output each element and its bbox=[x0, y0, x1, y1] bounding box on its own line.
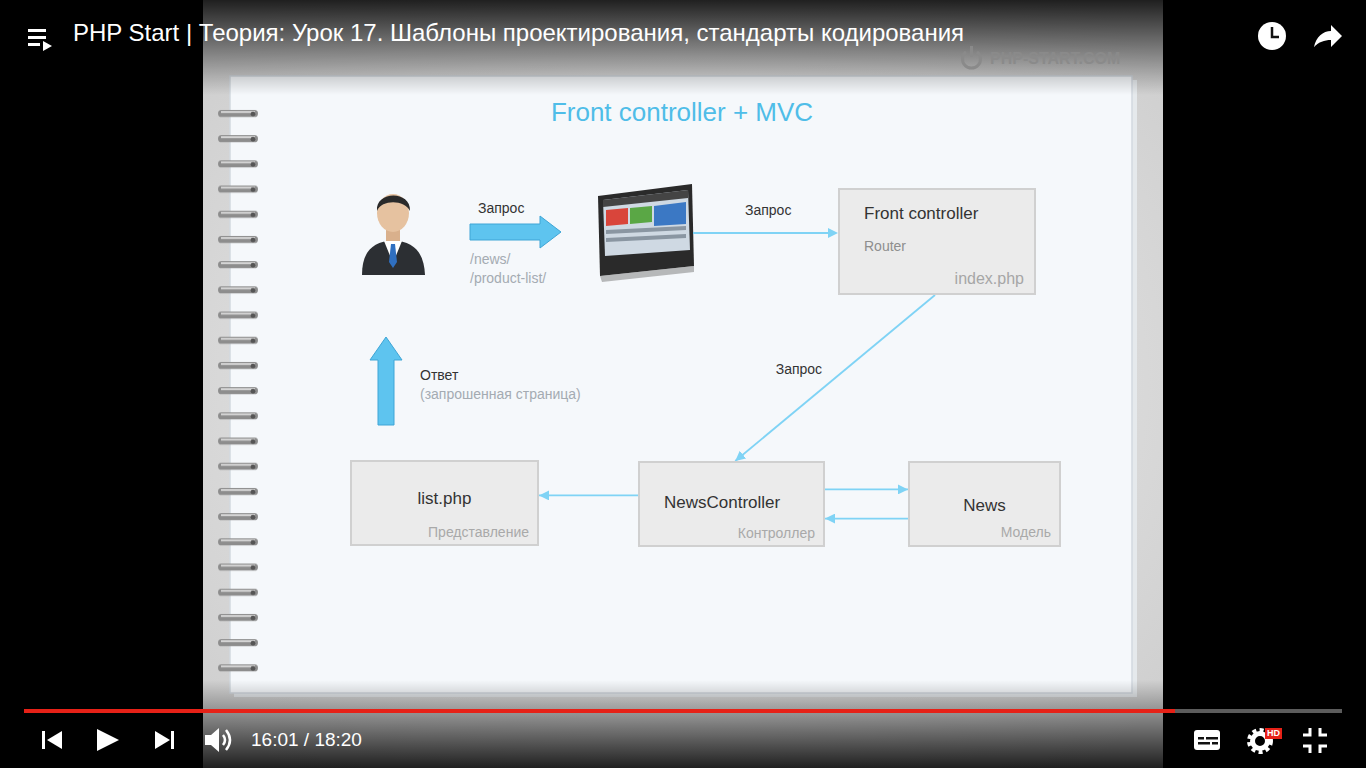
previous-button bbox=[42, 731, 62, 749]
response-label: Ответ bbox=[420, 367, 458, 384]
user-icon bbox=[362, 194, 425, 275]
notebook-page bbox=[216, 76, 1137, 697]
request-line bbox=[693, 228, 838, 238]
request-label: Запрос bbox=[745, 202, 791, 219]
playlist-icon bbox=[28, 29, 52, 51]
playlist-icon bbox=[28, 43, 40, 46]
box-subtitle: Router bbox=[864, 238, 906, 255]
box-title: News bbox=[963, 496, 1006, 516]
file-name: index.php bbox=[955, 269, 1024, 288]
subtitles-icon bbox=[1206, 737, 1218, 740]
share-icon bbox=[1314, 25, 1342, 47]
play-button bbox=[97, 729, 119, 751]
role-caption: Контроллер bbox=[738, 525, 815, 542]
clock-icon bbox=[1258, 22, 1286, 50]
connector-arrow bbox=[539, 494, 638, 496]
next-button bbox=[155, 731, 170, 749]
connector-arrow bbox=[735, 295, 935, 461]
box-title: NewsController bbox=[664, 493, 780, 513]
user-icon bbox=[389, 244, 397, 268]
progress-bar bbox=[24, 709, 1342, 713]
subtitles-icon bbox=[1194, 730, 1220, 750]
response-arrow bbox=[370, 337, 402, 425]
fullscreen-exit-icon bbox=[1303, 728, 1327, 753]
volume-icon bbox=[205, 728, 230, 752]
browser-picture bbox=[606, 234, 686, 242]
previous-button bbox=[47, 731, 62, 749]
watermark-icon bbox=[962, 46, 980, 68]
play-button bbox=[97, 729, 119, 751]
request-label: Запрос bbox=[478, 200, 524, 217]
subtitles-icon bbox=[1212, 742, 1218, 745]
volume-icon bbox=[223, 735, 225, 745]
browser-picture bbox=[606, 208, 628, 226]
connector-arrow bbox=[825, 488, 908, 490]
progress-bar bbox=[24, 709, 1342, 713]
box-title: list.php bbox=[418, 489, 472, 509]
notebook-page bbox=[230, 76, 1132, 693]
subtitles-icon bbox=[1198, 742, 1210, 745]
progress-bar bbox=[24, 709, 1175, 713]
connector-label: Запрос bbox=[773, 361, 825, 378]
diagram-title: Front controller + MVC bbox=[551, 97, 813, 128]
playlist-icon bbox=[43, 41, 52, 51]
volume-icon bbox=[226, 730, 230, 750]
browser-picture bbox=[598, 184, 694, 282]
browser-picture bbox=[654, 202, 686, 226]
clock-icon bbox=[1272, 27, 1279, 37]
browser-picture bbox=[603, 190, 690, 256]
request-arrow bbox=[470, 216, 561, 248]
share-icon bbox=[1314, 25, 1342, 47]
box-title: Front controller bbox=[864, 204, 978, 224]
role-caption: Представление bbox=[428, 524, 529, 541]
clock-icon bbox=[1258, 22, 1286, 50]
playlist-icon bbox=[28, 36, 46, 39]
notebook-page bbox=[216, 108, 262, 673]
browser-picture bbox=[606, 226, 686, 234]
bottom-shade bbox=[0, 680, 1366, 768]
view-box: list.phpПредставление bbox=[350, 460, 539, 546]
model-box: NewsМодель bbox=[908, 461, 1061, 547]
response-note: (запрошенная страница) bbox=[420, 386, 581, 403]
controller-box: NewsControllerКонтроллер bbox=[638, 461, 825, 547]
url-path: /product-list/ bbox=[470, 270, 546, 287]
connector-arrow bbox=[825, 518, 908, 520]
role-caption: Модель bbox=[1001, 524, 1051, 541]
time-display: 16:01 / 18:20 bbox=[251, 729, 362, 752]
watermark-icon bbox=[970, 46, 973, 57]
response-arrow bbox=[370, 337, 402, 425]
user-icon bbox=[377, 196, 410, 211]
previous-button bbox=[42, 731, 45, 749]
volume-icon bbox=[205, 728, 219, 752]
top-shade bbox=[0, 0, 1366, 95]
watermark: PHP-START.COM bbox=[990, 49, 1120, 68]
video-title: PHP Start | Теория: Урок 17. Шаблоны про… bbox=[73, 19, 964, 48]
subtitles-icon bbox=[1198, 737, 1204, 740]
next-button bbox=[155, 731, 174, 749]
video-frame bbox=[203, 0, 1163, 768]
next-button bbox=[171, 731, 174, 749]
request-line bbox=[828, 228, 838, 238]
fullscreen-exit-icon bbox=[1303, 728, 1327, 753]
front-controller-box: Front controllerRouter index.php bbox=[838, 188, 1036, 295]
bottom-shade bbox=[0, 680, 1366, 768]
user-icon bbox=[362, 240, 425, 275]
playlist-icon bbox=[28, 29, 46, 32]
subtitles-icon bbox=[1194, 730, 1220, 750]
video-frame bbox=[203, 0, 1163, 768]
request-line bbox=[693, 232, 828, 234]
url-path: /news/ bbox=[470, 251, 510, 268]
browser-picture bbox=[630, 206, 652, 224]
browser-picture bbox=[600, 266, 694, 282]
browser-picture bbox=[598, 184, 694, 276]
request-arrow bbox=[470, 216, 561, 248]
top-shade bbox=[0, 0, 1366, 95]
hd-badge: HD bbox=[1265, 728, 1282, 739]
